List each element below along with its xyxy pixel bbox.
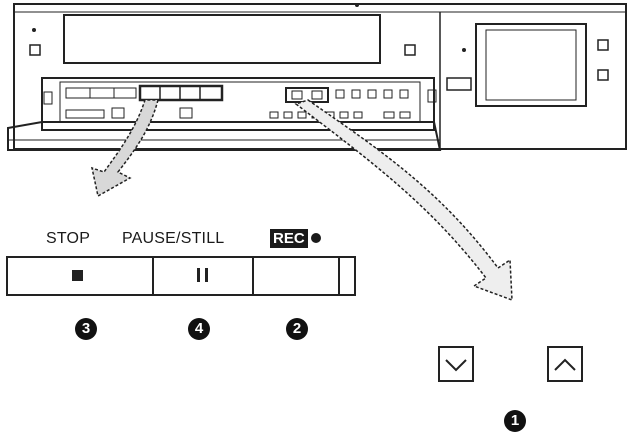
pause-still-button[interactable]	[154, 258, 254, 294]
pause-still-label: PAUSE/STILL	[122, 230, 225, 247]
badge-pause: 4	[188, 318, 210, 340]
chevron-down-icon	[445, 359, 467, 372]
stop-button[interactable]	[8, 258, 154, 294]
rec-button[interactable]	[254, 258, 340, 294]
stop-label: STOP	[46, 230, 91, 247]
transport-button-strip	[6, 256, 356, 296]
tracking-down-button[interactable]	[438, 346, 474, 382]
rec-dot-icon	[311, 233, 321, 243]
pointer-arrow-left	[90, 99, 159, 198]
tracking-up-button[interactable]	[547, 346, 583, 382]
badge-tracking: 1	[504, 410, 526, 432]
badge-rec: 2	[286, 318, 308, 340]
badge-stop: 3	[75, 318, 97, 340]
rec-label: REC	[270, 229, 308, 248]
chevron-up-icon	[554, 358, 576, 371]
pointer-arrow-right	[294, 99, 513, 302]
pause-bars-icon	[197, 268, 209, 282]
stop-square-icon	[72, 270, 83, 281]
